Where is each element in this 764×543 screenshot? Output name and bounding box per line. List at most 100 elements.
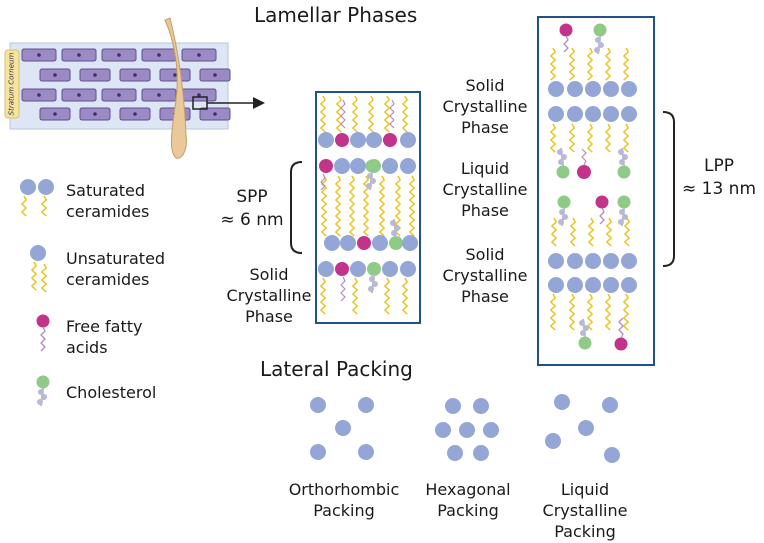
liquid-crystalline-lipid <box>578 420 594 436</box>
ceramide-head <box>366 132 382 148</box>
ceramide-head <box>603 106 619 122</box>
ceramide-tail <box>379 175 385 237</box>
cell-nucleus <box>213 73 217 77</box>
cell-nucleus <box>53 73 57 77</box>
ceramide-tail <box>409 175 415 237</box>
ceramide-tail <box>587 293 593 331</box>
fatty-acid-head <box>559 23 573 37</box>
cholesterol-tail <box>582 318 586 338</box>
ceramide-tail <box>402 95 408 133</box>
hexagonal-lipid <box>473 445 489 461</box>
saturated-ceramide-tail <box>41 195 47 217</box>
ceramide-head <box>400 158 416 174</box>
ceramide-tail <box>623 293 629 331</box>
ceramide-head <box>350 132 366 148</box>
ceramide-head <box>621 277 637 293</box>
fatty-acid-head <box>319 159 333 173</box>
ceramide-tail <box>550 123 556 153</box>
cholesterol-head <box>556 165 570 179</box>
ceramide-tail <box>321 175 327 237</box>
cholesterol-head <box>617 165 631 179</box>
corneocyte-cells <box>21 48 231 121</box>
ceramide-head <box>548 277 564 293</box>
cholesterol-head <box>36 375 50 389</box>
cholesterol-head <box>367 262 381 276</box>
lpp-bracket <box>662 111 675 267</box>
orthorhombic-lipid <box>358 444 374 460</box>
ceramide-tail <box>349 175 355 237</box>
fatty-acid-head <box>335 262 349 276</box>
ceramide-tail <box>623 47 629 81</box>
ceramide-tail <box>320 95 326 133</box>
cholesterol-head <box>617 195 631 209</box>
hexagonal-lipid <box>459 422 475 438</box>
ceramide-head <box>400 261 416 277</box>
fatty-acid-tail <box>581 148 587 166</box>
fatty-acid-head <box>36 314 50 328</box>
liquid-crystalline-lipid <box>554 394 570 410</box>
liquid-crystalline-lipid <box>545 433 561 449</box>
ceramide-head <box>548 253 564 269</box>
ceramide-head <box>382 158 398 174</box>
ceramide-head <box>585 253 601 269</box>
cell-nucleus <box>197 93 201 97</box>
cholesterol-head <box>578 336 592 350</box>
ceramide-head <box>324 235 340 251</box>
cell-nucleus <box>117 53 121 57</box>
fatty-acid-tail <box>563 35 569 53</box>
fatty-acid-head <box>577 165 591 179</box>
ceramide-tail <box>605 123 611 153</box>
fatty-acid-head <box>335 133 349 147</box>
fatty-acid-tail <box>40 326 46 352</box>
ceramide-tail <box>352 277 358 315</box>
ceramide-head <box>318 132 334 148</box>
fatty-acid-head <box>595 195 609 209</box>
ceramide-head <box>603 253 619 269</box>
ceramide-tail <box>402 277 408 315</box>
stratum-corneum-tag <box>4 49 20 119</box>
hexagonal-lipid <box>435 422 451 438</box>
ceramide-head <box>400 132 416 148</box>
liquid-crystalline-lipid <box>604 447 620 463</box>
cell-nucleus <box>173 73 177 77</box>
cell-nucleus <box>133 112 137 116</box>
cholesterol-tail <box>561 207 565 227</box>
cell-nucleus <box>213 112 217 116</box>
fatty-acid-tail <box>618 317 624 339</box>
ceramide-tail <box>605 293 611 331</box>
ceramide-head <box>567 277 583 293</box>
ceramide-head <box>548 106 564 122</box>
fatty-acid-tail <box>599 207 605 225</box>
cholesterol-tail <box>621 207 625 227</box>
orthorhombic-lipid <box>310 397 326 413</box>
fatty-acid-tail <box>340 99 346 129</box>
saturated-ceramide-tail <box>21 195 27 217</box>
legend-icons <box>20 179 54 407</box>
legend-cholesterol-label: Cholesterol <box>66 383 157 402</box>
cholesterol-tail <box>40 387 44 407</box>
cell-nucleus <box>117 93 121 97</box>
ceramide-tail <box>569 123 575 153</box>
ceramide-tail <box>550 47 556 81</box>
fatty-acid-head <box>614 337 628 351</box>
lamellar-phases-heading: Lamellar Phases <box>254 3 418 27</box>
ceramide-tail <box>606 217 612 247</box>
orthorhombic-lipid <box>358 397 374 413</box>
orthorhombic-lipid <box>310 444 326 460</box>
cell-nucleus <box>77 93 81 97</box>
ceramide-tail <box>587 47 593 81</box>
ceramide-head <box>567 81 583 97</box>
cell-nucleus <box>77 53 81 57</box>
saturated-ceramide-head <box>20 179 36 195</box>
ceramide-head <box>567 253 583 269</box>
ceramide-head <box>585 277 601 293</box>
fatty-acid-tail <box>340 276 346 302</box>
cholesterol-tail <box>560 147 564 167</box>
cell-nucleus <box>93 73 97 77</box>
